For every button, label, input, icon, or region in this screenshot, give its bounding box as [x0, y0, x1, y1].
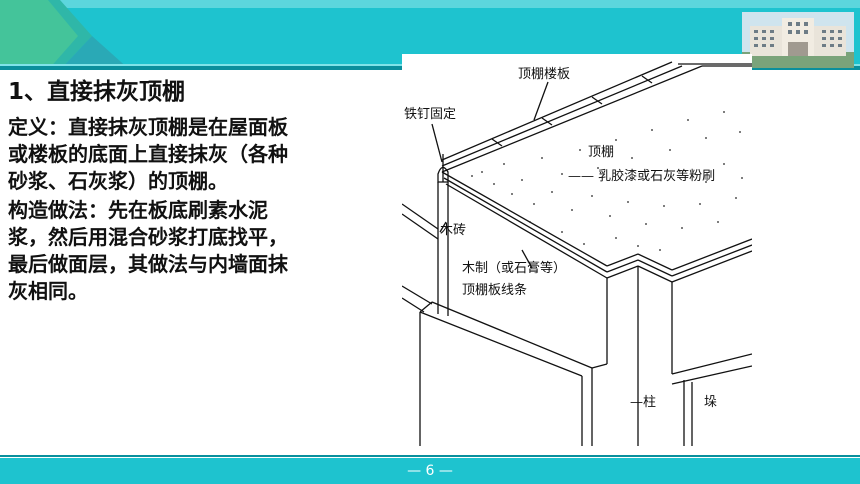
label-column: —柱: [630, 395, 656, 410]
building-photo: [742, 12, 854, 68]
ceiling-diagram: 顶棚楼板 铁钉固定 顶棚 —— 乳胶漆或石灰等粉刷 木砖 木制（或石膏等） 顶棚…: [401, 54, 753, 446]
footer-bar: — 6 —: [0, 458, 860, 484]
footer-divider: [0, 455, 860, 457]
plaster-texture: [471, 111, 743, 251]
method-text: 构造做法：先在板底刷素水泥浆，然后用混合砂浆打底找平，最后做面层，其做法与内墙面…: [8, 198, 288, 303]
content-text: 1、直接抹灰顶棚 定义：直接抹灰顶棚是在屋面板或楼板的底面上直接抹灰（各种砂浆、…: [8, 76, 298, 307]
definition-text: 定义：直接抹灰顶棚是在屋面板或楼板的底面上直接抹灰（各种砂浆、石灰浆）的顶棚。: [8, 115, 288, 193]
label-molding-1: 木制（或石膏等）: [462, 260, 566, 276]
page-number: — 6 —: [407, 463, 453, 479]
label-nail: 铁钉固定: [404, 107, 456, 122]
label-pier: 垛: [704, 395, 717, 410]
header-banner: [0, 0, 860, 70]
label-molding-2: 顶棚板线条: [462, 282, 527, 298]
label-finish: —— 乳胶漆或石灰等粉刷: [568, 168, 715, 184]
label-floor-slab: 顶棚楼板: [518, 67, 570, 82]
slide-title: 1、直接抹灰顶棚: [8, 79, 186, 105]
label-wood-brick: 木砖: [440, 223, 466, 238]
label-ceiling: 顶棚: [588, 145, 614, 160]
